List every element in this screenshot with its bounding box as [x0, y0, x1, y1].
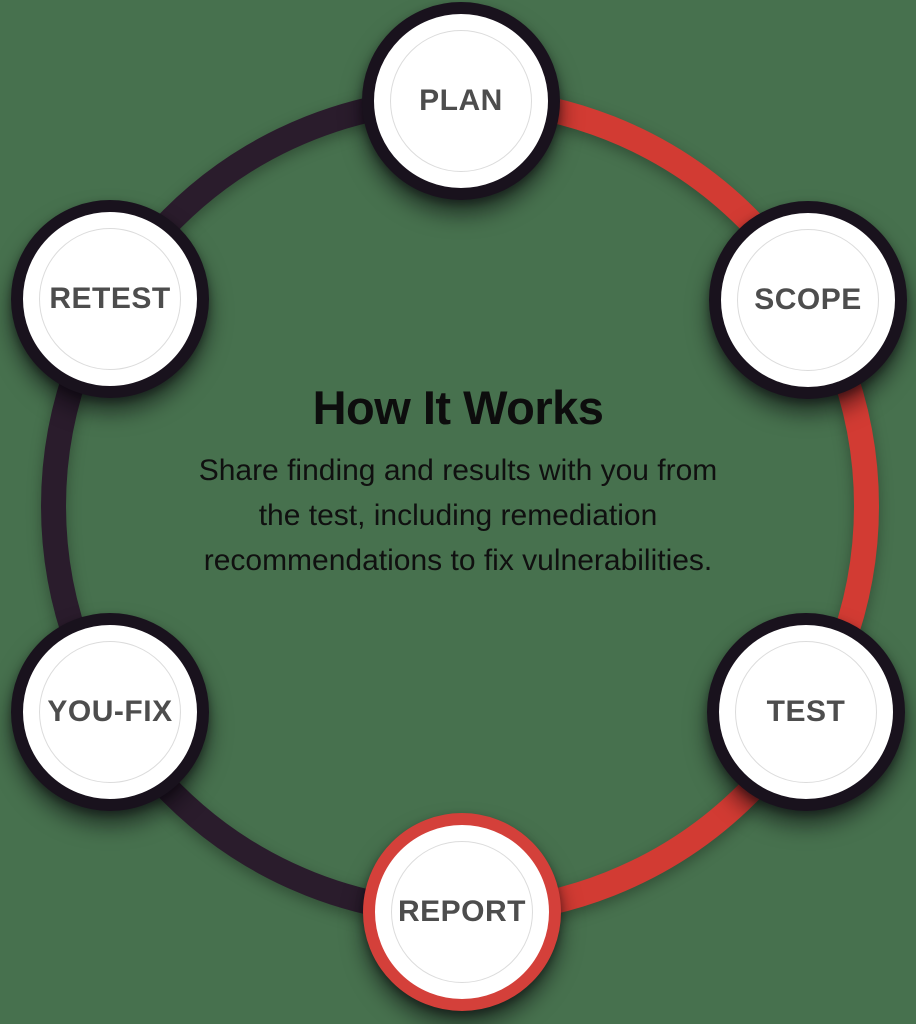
center-text-block: How It Works Share finding and results w…	[158, 384, 758, 583]
diagram-description-line: the test, including remediation	[258, 499, 658, 532]
ring-arc-dark-left	[41, 87, 461, 925]
node-scope-label: SCOPE	[754, 283, 862, 316]
node-report: REPORT	[363, 813, 561, 1011]
node-retest: RETEST	[11, 200, 209, 398]
node-you-fix: YOU-FIX	[11, 613, 209, 811]
ring-arc-red-right	[459, 87, 879, 925]
node-plan: PLAN	[362, 2, 560, 200]
diagram-title: How It Works	[312, 381, 604, 434]
node-report-label: REPORT	[397, 895, 526, 928]
node-retest-label: RETEST	[49, 282, 171, 315]
node-scope: SCOPE	[709, 201, 907, 399]
node-test: TEST	[707, 613, 905, 811]
node-you-fix-label: YOU-FIX	[47, 695, 173, 728]
node-test-label: TEST	[766, 695, 846, 728]
node-plan-label: PLAN	[419, 84, 503, 117]
diagram-description-line: recommendations to fix vulnerabilities.	[203, 544, 713, 577]
diagram-description-line: Share finding and results with you from	[198, 454, 718, 487]
